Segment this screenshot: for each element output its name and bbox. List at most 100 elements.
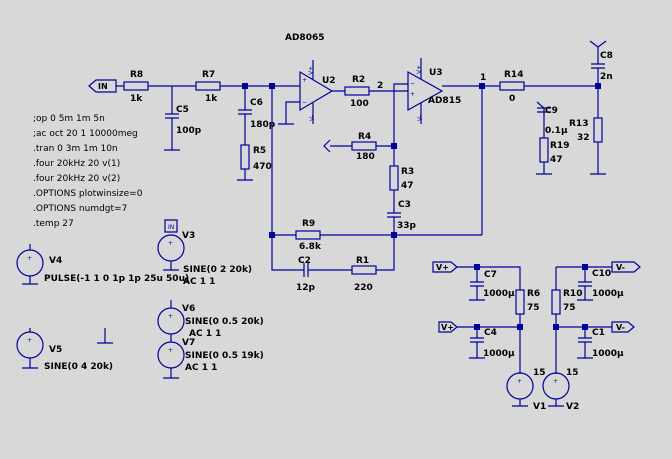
v7-ref: V7 xyxy=(182,338,195,348)
v6-ac: AC 1 1 xyxy=(189,329,221,339)
opamp-u2[interactable]: + − U2 AD8065 V+ V- xyxy=(285,33,336,124)
directive-four-v2: .four 20kHz 20 v(2) xyxy=(33,174,120,184)
ground-r4 xyxy=(323,139,331,153)
resistor-r8[interactable]: R8 1k xyxy=(123,70,149,104)
resistor-r7[interactable]: R7 1k xyxy=(195,70,221,104)
u2-vpos-label: V+ xyxy=(308,66,315,75)
capacitor-c2[interactable]: C2 12p xyxy=(296,256,316,293)
r6-value: 75 xyxy=(527,303,540,313)
resistor-r13[interactable]: R13 32 xyxy=(569,117,606,175)
net-1-label: 1 xyxy=(480,73,486,83)
vneg-flag-top[interactable]: V- xyxy=(611,261,641,273)
resistor-r6[interactable]: R6 75 xyxy=(515,289,540,315)
v1-value: 15 xyxy=(533,368,546,378)
ground-c8 xyxy=(589,40,607,48)
resistor-r9[interactable]: R9 6.8k xyxy=(295,219,322,252)
source-v4[interactable]: + V4 PULSE(-1 1 0 1p 1p 25u 50u) xyxy=(16,244,189,285)
resistor-r14[interactable]: R14 0 xyxy=(499,70,525,104)
vneg-flag-top-label: V- xyxy=(616,263,625,272)
r8-ref: R8 xyxy=(130,70,143,80)
svg-text:+: + xyxy=(27,255,32,262)
u3-part: AD815 xyxy=(428,96,461,106)
u3-vneg-label: V- xyxy=(417,115,424,121)
r10-value: 75 xyxy=(563,303,576,313)
source-v3[interactable]: IN + V3 SINE(0 2 20k) AC 1 1 xyxy=(157,219,252,287)
resistor-r1[interactable]: R1 220 xyxy=(351,256,377,293)
c9-ref: C9 xyxy=(545,106,558,116)
vpos-flag-bottom-label: V+ xyxy=(441,323,454,332)
r4-ref: R4 xyxy=(358,132,371,142)
r2-value: 100 xyxy=(350,99,369,109)
v3-value: SINE(0 2 20k) xyxy=(183,265,252,275)
c4-ref: C4 xyxy=(484,328,497,338)
source-v6[interactable]: + V6 SINE(0 0.5 20k) AC 1 1 xyxy=(157,300,264,339)
r5-value: 470 xyxy=(253,162,272,172)
svg-text:+: + xyxy=(168,347,173,354)
c8-value: 2n xyxy=(600,72,613,82)
source-v7[interactable]: + V7 SINE(0 0.5 19k) AC 1 1 xyxy=(157,334,264,379)
resistor-r2[interactable]: R2 100 xyxy=(344,75,370,109)
directive-tran: .tran 0 3m 1m 10n xyxy=(33,144,118,154)
r14-ref: R14 xyxy=(504,70,523,80)
directive-ac: ;ac oct 20 1 10000meg xyxy=(33,129,138,139)
c6-value: 180p xyxy=(250,120,276,130)
r7-value: 1k xyxy=(205,94,218,104)
c4-value: 1000µ xyxy=(483,349,515,359)
r1-ref: R1 xyxy=(356,256,369,266)
c8-ref: C8 xyxy=(600,51,613,61)
r2-ref: R2 xyxy=(352,75,365,85)
r7-ref: R7 xyxy=(202,70,215,80)
v1-ref: V1 xyxy=(533,402,546,412)
source-v2[interactable]: + 15 V2 xyxy=(542,368,579,412)
c1-value: 1000µ xyxy=(592,349,624,359)
v7-value: SINE(0 0.5 19k) xyxy=(185,351,264,361)
r19-ref: R19 xyxy=(550,141,569,151)
capacitor-c5[interactable]: C5 100p xyxy=(164,105,202,151)
v4-value: PULSE(-1 1 0 1p 1p 25u 50u) xyxy=(44,274,189,284)
resistor-r10[interactable]: R10 75 xyxy=(551,289,582,315)
svg-text:+: + xyxy=(168,240,173,247)
r3-ref: R3 xyxy=(401,167,414,177)
opamp-u3[interactable]: + − U3 AD815 V+ V- xyxy=(407,58,461,124)
capacitor-c7[interactable]: C7 1000µ xyxy=(469,270,515,301)
source-v5[interactable]: + V5 SINE(0 4 20k) xyxy=(16,328,113,372)
junction-v1 xyxy=(517,324,523,330)
c10-value: 1000µ xyxy=(592,289,624,299)
vpos-flag-top-label: V+ xyxy=(436,263,449,272)
resistor-r3[interactable]: R3 47 xyxy=(389,165,414,191)
v7-ac: AC 1 1 xyxy=(185,363,217,373)
input-flag-label: IN xyxy=(98,82,108,91)
c3-ref: C3 xyxy=(398,200,411,210)
r13-ref: R13 xyxy=(569,119,588,129)
r1-value: 220 xyxy=(354,283,373,293)
r8-value: 1k xyxy=(130,94,143,104)
v6-ref: V6 xyxy=(182,304,195,314)
capacitor-c3[interactable]: C3 33p xyxy=(387,200,417,231)
c7-value: 1000µ xyxy=(483,289,515,299)
capacitor-c6[interactable]: C6 180p xyxy=(238,98,276,145)
r19-value: 47 xyxy=(550,155,563,165)
v5-value: SINE(0 4 20k) xyxy=(44,362,113,372)
capacitor-c10[interactable]: C10 1000µ xyxy=(577,269,624,301)
c6-ref: C6 xyxy=(250,98,263,108)
capacitor-c8[interactable]: C8 2n xyxy=(591,51,613,82)
r5-ref: R5 xyxy=(253,146,266,156)
c9-value: 0.1µ xyxy=(545,126,568,136)
resistor-r5[interactable]: R5 470 xyxy=(237,144,272,181)
capacitor-c4[interactable]: C4 1000µ xyxy=(469,328,515,359)
input-net-flag[interactable]: IN xyxy=(88,79,117,93)
capacitor-c1[interactable]: C1 1000µ xyxy=(577,328,624,359)
resistor-r4[interactable]: R4 180 xyxy=(351,132,377,162)
vpos-flag-bottom[interactable]: V+ xyxy=(438,321,458,333)
source-v1[interactable]: + 15 V1 xyxy=(506,368,546,412)
c5-ref: C5 xyxy=(176,105,189,115)
v2-value: 15 xyxy=(566,368,579,378)
vpos-flag-top[interactable]: V+ xyxy=(432,261,458,273)
u2-part: AD8065 xyxy=(285,33,325,43)
vneg-flag-bottom[interactable]: V- xyxy=(611,321,635,333)
resistor-r19[interactable]: R19 47 xyxy=(536,137,569,175)
r10-ref: R10 xyxy=(563,289,582,299)
junction-c8 xyxy=(595,83,601,89)
directive-four-v1: .four 20kHz 20 v(1) xyxy=(33,159,120,169)
c2-value: 12p xyxy=(296,283,316,293)
